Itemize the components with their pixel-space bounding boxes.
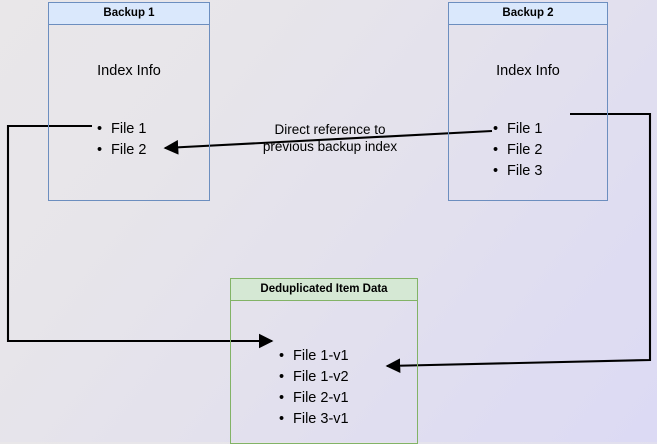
node-backup-1-header: Backup 1	[49, 3, 209, 25]
edge-label-line-1: Direct reference to	[274, 122, 386, 137]
node-deduplicated-item-data[interactable]: Deduplicated Item Data File 1-v1 File 1-…	[230, 278, 418, 444]
backup-1-file-list: File 1 File 2	[97, 119, 146, 161]
list-item: File 3	[493, 161, 542, 182]
backup-2-file-list: File 1 File 2 File 3	[493, 119, 542, 182]
list-item: File 1	[97, 119, 146, 140]
node-backup-1-body: Index Info File 1 File 2	[49, 25, 209, 200]
list-item: File 2-v1	[279, 388, 349, 409]
list-item: File 1-v2	[279, 367, 349, 388]
dedup-file-list: File 1-v1 File 1-v2 File 2-v1 File 3-v1	[279, 346, 349, 430]
backup-1-index-info-label: Index Info	[97, 63, 161, 79]
node-backup-2-body: Index Info File 1 File 2 File 3	[449, 25, 607, 200]
node-backup-2-header: Backup 2	[449, 3, 607, 25]
list-item: File 2	[493, 140, 542, 161]
node-backup-2[interactable]: Backup 2 Index Info File 1 File 2 File 3	[448, 2, 608, 201]
edge-label-direct-reference: Direct reference to previous backup inde…	[245, 121, 415, 155]
edge-label-line-2: previous backup index	[262, 139, 398, 154]
list-item: File 1-v1	[279, 346, 349, 367]
node-dedup-body: File 1-v1 File 1-v2 File 2-v1 File 3-v1	[231, 301, 417, 443]
backup-2-index-info-label: Index Info	[496, 63, 560, 79]
list-item: File 2	[97, 140, 146, 161]
node-dedup-header: Deduplicated Item Data	[231, 279, 417, 301]
node-backup-1[interactable]: Backup 1 Index Info File 1 File 2	[48, 2, 210, 201]
list-item: File 1	[493, 119, 542, 140]
list-item: File 3-v1	[279, 409, 349, 430]
